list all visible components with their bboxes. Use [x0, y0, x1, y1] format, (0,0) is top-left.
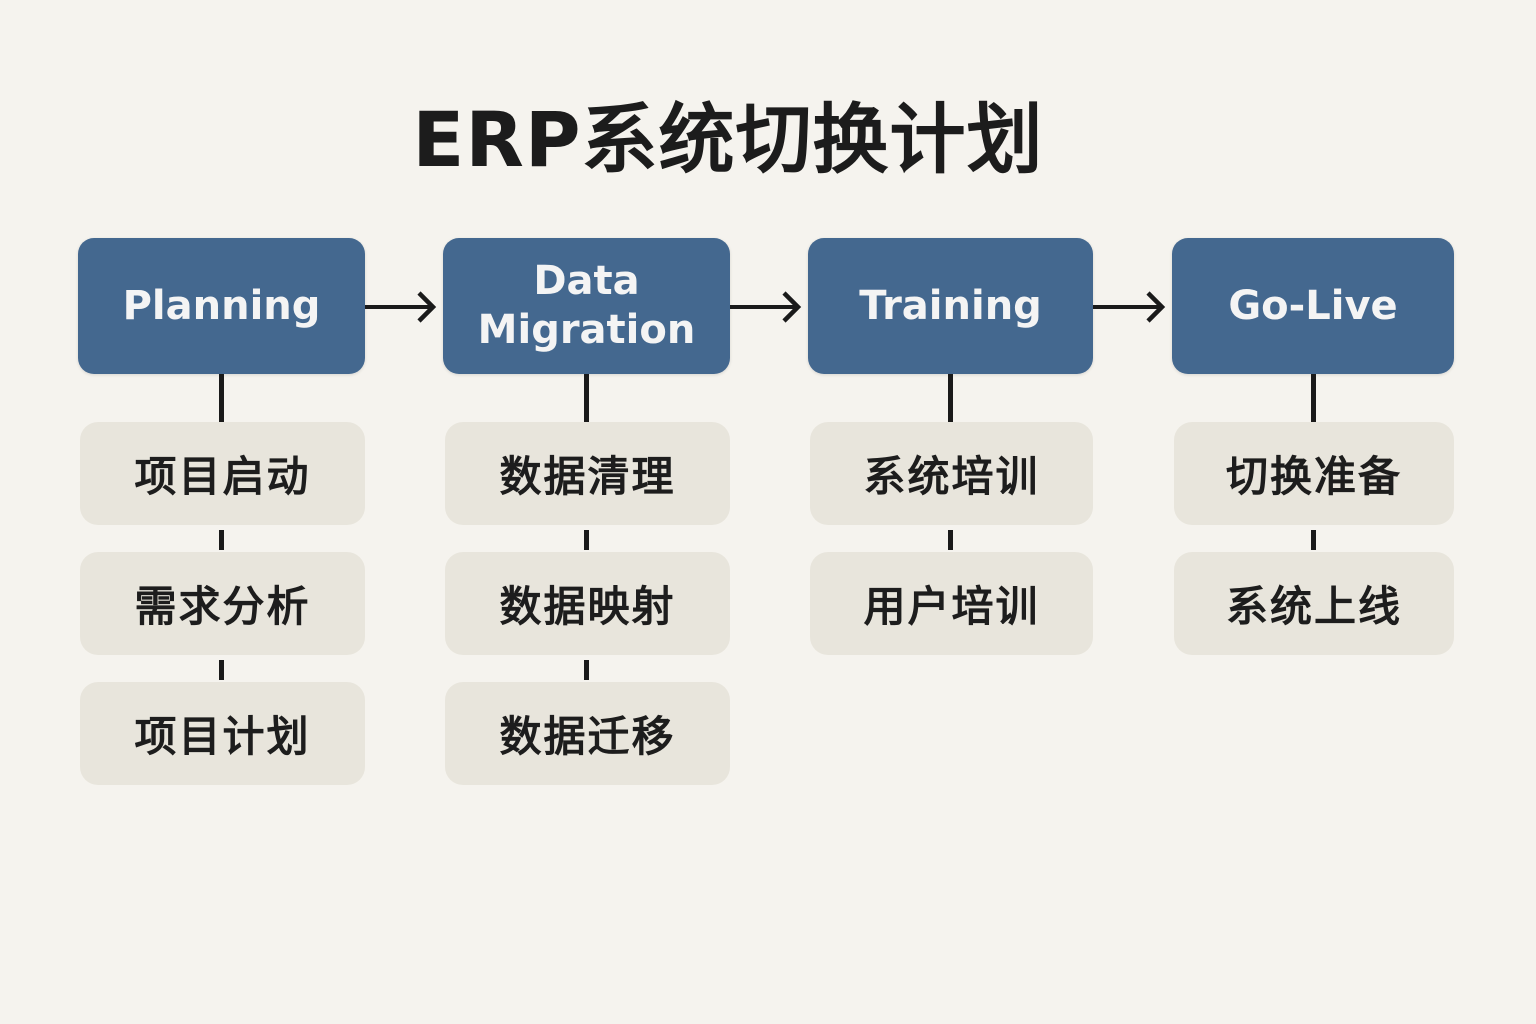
task-box: 数据迁移: [445, 682, 730, 785]
arrow-right-icon: [1093, 291, 1166, 323]
connector-line: [1310, 374, 1316, 422]
connector-line: [584, 374, 589, 422]
phase-label: Go-Live: [1228, 282, 1398, 329]
connector-line: [219, 660, 224, 680]
connector-line: [219, 374, 224, 422]
connector-line: [948, 374, 953, 422]
phase-box: Planning: [78, 238, 365, 374]
phase-box: Data Migration: [443, 238, 730, 374]
task-box: 系统上线: [1174, 552, 1454, 655]
task-box: 数据映射: [445, 552, 730, 655]
arrow-right-icon: [730, 291, 802, 323]
task-box: 用户培训: [810, 552, 1093, 655]
phase-label: Data Migration: [477, 258, 696, 353]
phase-box: Training: [808, 238, 1093, 374]
task-box: 切换准备: [1174, 422, 1454, 525]
task-box: 项目计划: [80, 682, 365, 785]
arrow-right-icon: [365, 291, 437, 323]
task-box: 项目启动: [80, 422, 365, 525]
connector-line: [584, 530, 589, 550]
connector-line: [584, 660, 589, 680]
phase-label: Planning: [122, 282, 321, 329]
task-box: 数据清理: [445, 422, 730, 525]
connector-line: [948, 530, 953, 550]
task-box: 需求分析: [80, 552, 365, 655]
connector-line: [1310, 530, 1316, 550]
task-box: 系统培训: [810, 422, 1093, 525]
phase-box: Go-Live: [1172, 238, 1454, 374]
connector-line: [219, 530, 224, 550]
phase-label: Training: [859, 282, 1042, 329]
diagram-title: ERP系统切换计划: [412, 95, 1044, 184]
